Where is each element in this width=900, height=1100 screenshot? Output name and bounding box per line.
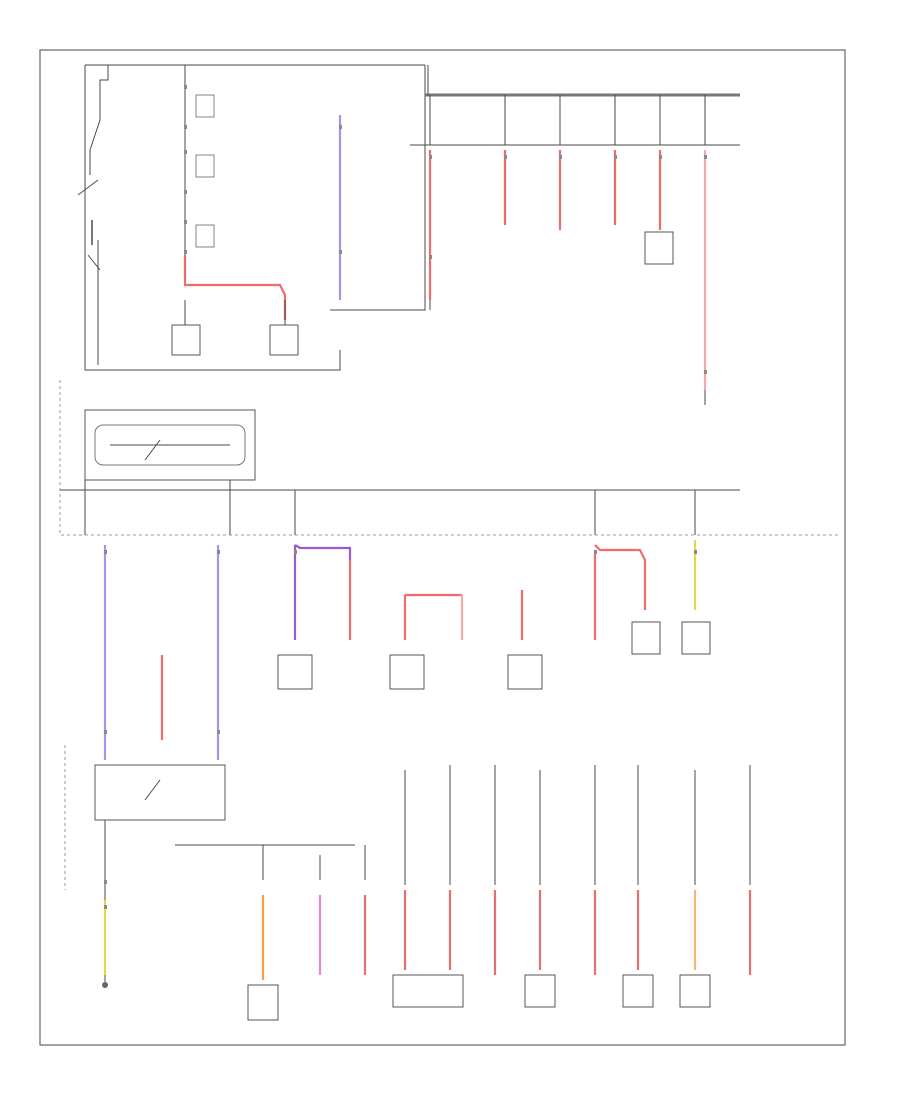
fusible-link-3 xyxy=(195,224,215,248)
alternator-box xyxy=(269,324,299,356)
connector-marks xyxy=(104,85,707,909)
load-box-290 xyxy=(277,654,313,690)
load-box-263 xyxy=(247,984,279,1021)
lower-middle-loads xyxy=(277,540,711,690)
top-fuse-bus xyxy=(410,65,740,405)
starter-box xyxy=(171,324,201,356)
fusible-link-2 xyxy=(195,154,215,178)
power-source-section xyxy=(77,64,426,371)
ignition-relay-box xyxy=(94,764,226,821)
ground-symbol xyxy=(102,975,108,988)
fusible-link-1 xyxy=(195,94,215,118)
load-box-top-660 xyxy=(644,231,674,265)
battery-symbol xyxy=(77,179,101,271)
load-box-638 xyxy=(622,974,654,1008)
load-box-540 xyxy=(524,974,556,1008)
load-box-520 xyxy=(507,654,543,690)
load-box-695 xyxy=(681,621,711,655)
load-box-645 xyxy=(631,621,661,655)
load-box-695-bottom xyxy=(679,974,711,1008)
diagram-frame xyxy=(39,49,846,1046)
load-box-405 xyxy=(389,654,425,690)
ignition-relay-section xyxy=(64,545,355,988)
bottom-fuse-row xyxy=(247,765,752,1021)
relay-band xyxy=(59,380,840,536)
electronic-relay-box xyxy=(84,409,256,481)
load-box-wide xyxy=(392,974,464,1008)
